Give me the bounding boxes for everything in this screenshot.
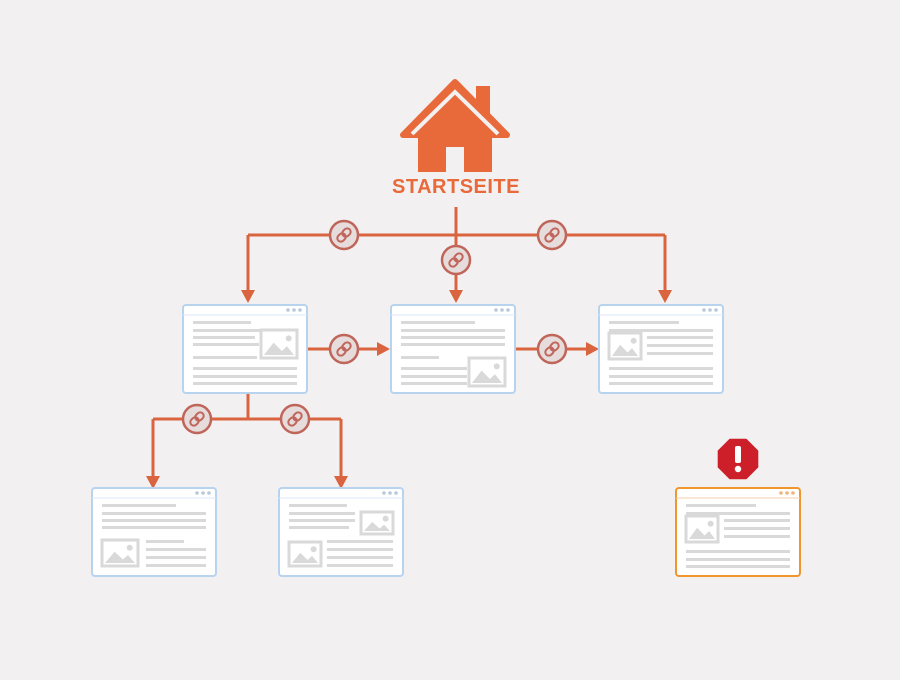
link-icon <box>536 219 568 251</box>
text-line <box>146 564 206 567</box>
text-line <box>193 375 297 378</box>
arrow-head <box>449 290 463 303</box>
house-icon <box>400 79 510 172</box>
text-line <box>193 367 297 370</box>
text-line <box>146 540 184 543</box>
text-line <box>193 321 251 324</box>
link-icon <box>181 403 213 435</box>
text-line <box>102 512 206 515</box>
text-line <box>193 356 257 359</box>
image-placeholder <box>359 510 395 536</box>
page-level1-right <box>598 304 724 394</box>
text-line <box>193 336 255 339</box>
text-line <box>609 375 713 378</box>
text-line <box>289 504 347 507</box>
text-line <box>686 550 790 553</box>
text-line <box>102 504 176 507</box>
text-line <box>401 367 467 370</box>
text-line <box>609 382 713 385</box>
text-line <box>609 367 713 370</box>
arrow-head <box>586 342 599 356</box>
text-line <box>401 356 439 359</box>
page-level2-left <box>91 487 217 577</box>
text-line <box>647 344 713 347</box>
link-icon <box>536 333 568 365</box>
arrow-head <box>241 290 255 303</box>
page-level1-center <box>390 304 516 394</box>
text-line <box>289 526 349 529</box>
text-line <box>401 343 505 346</box>
link-icon <box>440 244 472 276</box>
warning-octagon-icon <box>717 438 759 480</box>
text-line <box>724 519 790 522</box>
text-line <box>609 321 679 324</box>
image-placeholder <box>467 356 507 388</box>
text-line <box>193 329 263 332</box>
link-icon <box>328 219 360 251</box>
text-line <box>686 512 790 515</box>
page-level1-left <box>182 304 308 394</box>
arrow-head <box>658 290 672 303</box>
text-line <box>686 558 790 561</box>
text-line <box>327 556 393 559</box>
arrow-head <box>146 476 160 489</box>
orphan-page <box>675 487 801 577</box>
image-placeholder <box>684 514 720 544</box>
text-line <box>327 564 393 567</box>
text-line <box>647 352 713 355</box>
text-line <box>102 526 206 529</box>
text-line <box>146 548 206 551</box>
text-line <box>193 382 297 385</box>
arrow-heads <box>146 290 672 489</box>
text-line <box>289 519 355 522</box>
text-line <box>609 329 713 332</box>
text-line <box>327 540 393 543</box>
text-line <box>724 535 790 538</box>
text-line <box>193 343 259 346</box>
link-icon <box>279 403 311 435</box>
text-line <box>401 375 467 378</box>
page-level2-right <box>278 487 404 577</box>
home-label: STARTSEITE <box>392 176 520 198</box>
text-line <box>686 504 756 507</box>
text-line <box>102 519 206 522</box>
text-line <box>724 527 790 530</box>
text-line <box>401 321 475 324</box>
image-placeholder <box>287 540 323 568</box>
image-placeholder <box>100 538 140 568</box>
text-line <box>401 329 505 332</box>
image-placeholder <box>259 328 299 360</box>
text-line <box>289 512 355 515</box>
image-placeholder <box>607 331 643 361</box>
arrow-head <box>377 342 390 356</box>
text-line <box>686 565 790 568</box>
text-line <box>327 548 393 551</box>
text-line <box>401 382 467 385</box>
text-line <box>146 556 206 559</box>
text-line <box>647 336 713 339</box>
text-line <box>401 336 505 339</box>
arrow-head <box>334 476 348 489</box>
link-icon <box>328 333 360 365</box>
